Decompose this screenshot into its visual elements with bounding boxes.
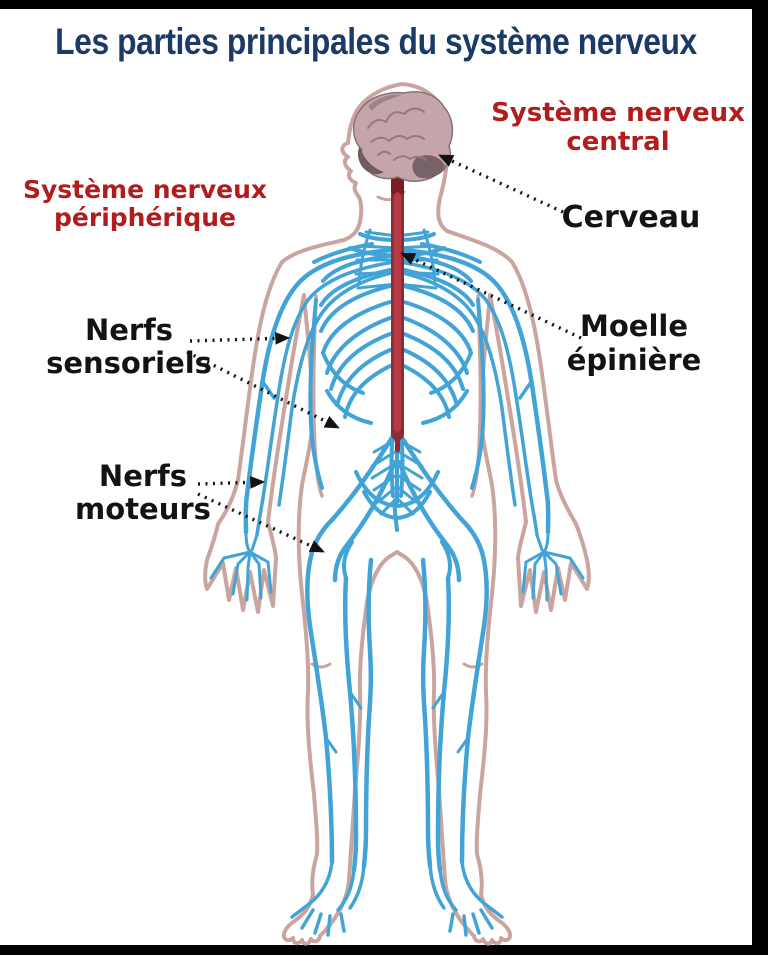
arrow-moelle	[400, 252, 582, 340]
arrow-cerveau	[438, 154, 564, 214]
label-line: Système nerveux	[22, 175, 268, 204]
label-systeme-nerveux-central: Système nerveux central	[491, 98, 745, 158]
arrow-nerfs-sensoriels-1	[189, 331, 291, 345]
label-line: Nerfs	[98, 459, 188, 493]
brain	[352, 91, 454, 182]
page-title: Les parties principales du système nerve…	[55, 21, 697, 62]
label-line: épinière	[566, 343, 702, 377]
pointer-arrows	[186, 154, 582, 553]
arrow-nerfs-moteurs-1	[197, 475, 266, 489]
label-line: Nerfs	[84, 313, 174, 347]
label-nerfs-sensoriels: Nerfs sensoriels	[46, 314, 212, 380]
arrow-nerfs-moteurs-2	[197, 492, 325, 553]
label-line: Système nerveux	[491, 98, 745, 128]
frame-bar-top	[0, 0, 768, 9]
label-line: moteurs	[75, 492, 211, 526]
label-line: Cerveau	[561, 200, 701, 235]
label-systeme-nerveux-peripherique: Système nerveux périphérique	[23, 176, 267, 232]
frame-bar-right	[752, 9, 768, 945]
label-nerfs-moteurs: Nerfs moteurs	[75, 460, 211, 526]
label-moelle-epiniere: Moelle épinière	[567, 309, 702, 377]
label-line: Moelle	[580, 309, 688, 343]
label-line: central	[566, 127, 670, 158]
label-cerveau: Cerveau	[562, 201, 701, 235]
label-line: sensoriels	[46, 346, 212, 380]
frame-bar-bottom	[0, 945, 768, 955]
label-line: périphérique	[54, 203, 236, 232]
arrow-nerfs-sensoriels-2	[186, 350, 340, 429]
